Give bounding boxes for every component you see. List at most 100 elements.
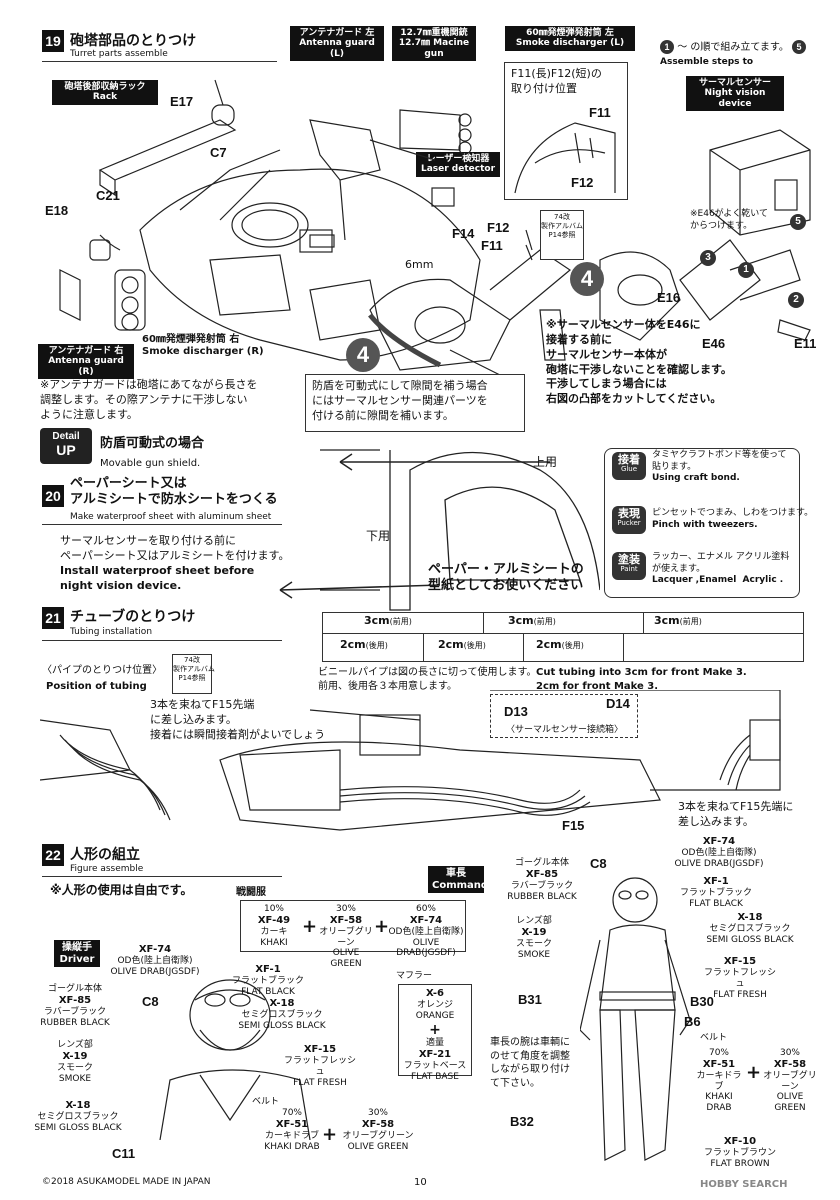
watermark: HOBBY SEARCH: [700, 1179, 788, 1190]
tool-glue-text: タミヤクラフトボンド等を使って 貼ります。Using craft bond.: [652, 450, 787, 484]
note-thermal: ※サーマルセンサー体をE46に 接着する前に サーマルセンサー本体が 砲塔に干渉…: [546, 318, 732, 406]
part-f14: F14: [452, 226, 475, 241]
step-subtitle-22: Figure assemble: [70, 864, 144, 874]
detail-subtitle: Movable gun shield.: [100, 458, 201, 469]
divider: [42, 876, 282, 877]
part-b6: B6: [684, 1014, 701, 1029]
tubing-pos-en: Position of tubing: [46, 681, 147, 692]
uniform-label: 戦闘服: [236, 887, 266, 898]
part-b31: B31: [518, 992, 542, 1007]
cmd-belt-label: ベルト: [700, 1033, 728, 1043]
part-f15: F15: [562, 818, 585, 833]
arm-note: 車長の腕は車輌に のせて角度を調整 しながら取り付け て下さい。: [490, 1037, 570, 1089]
template-note: ペーパー・アルミシートの 型紙としてお使いください: [428, 562, 584, 594]
step20-note-en: Install waterproof sheet before night vi…: [60, 564, 255, 592]
step1-icon: 1: [738, 262, 754, 278]
step-title: 砲塔部品のとりつけ: [70, 33, 197, 49]
tubing-pos-jp: 〈パイプのとりつけ位置〉: [42, 665, 163, 676]
part-b32: B32: [510, 1114, 534, 1129]
part-e16: E16: [657, 290, 681, 305]
note-shield: 防盾を可動式にして隙間を補う場合 にはサーマルセンサー関連パーツを 付ける前に隙…: [305, 374, 525, 432]
step5-icon: 5: [790, 214, 806, 230]
step-number-22: 22: [42, 844, 64, 866]
step2-icon: 2: [788, 292, 804, 308]
label-up: 上用: [533, 455, 558, 469]
divider: [42, 524, 282, 525]
dim-6mm: 6mm: [405, 258, 434, 271]
driver-figure: [159, 979, 311, 1140]
inset-drawing: [514, 122, 616, 194]
template-drawing: [320, 449, 600, 611]
part-e18: E18: [45, 203, 69, 218]
divider: [42, 61, 277, 62]
sensor-box-frame: [490, 694, 638, 738]
tubing-cut-jp: ビニールパイプは図の長さに切って使用します。 前用、後用各３本用意します。: [318, 667, 537, 692]
step-subtitle-20: Make waterproof sheet with aluminum shee…: [70, 512, 272, 522]
step4-icon: 4: [570, 262, 604, 296]
step-subtitle-21: Tubing installation: [70, 627, 153, 637]
part-c8-driver: C8: [142, 994, 159, 1009]
note-e46: ※E46がよく乾いて からつけます。: [690, 209, 768, 232]
muffler-box: [398, 984, 472, 1076]
detail-up-badge: Detail UP: [40, 428, 92, 464]
uniform-mix-box: [240, 900, 466, 952]
step-b-icon: 5: [792, 40, 807, 54]
arrow-down: [279, 581, 441, 599]
step20-note-jp: サーマルセンサーを取り付ける前に ペーパーシート又はアルミシートを付けます。: [60, 534, 290, 562]
part-c8-cmd: C8: [590, 856, 607, 871]
divider: [42, 640, 282, 641]
part-c21: C21: [96, 188, 120, 203]
tool-pucker-text: ピンセットでつまみ、しわをつけます。Pinch with tweezers.: [652, 508, 814, 530]
step-number-21: 21: [42, 607, 64, 629]
part-f12: F12: [487, 220, 510, 235]
ruler-front-1: 3cm(前用): [364, 614, 412, 627]
tubing-ruler: [322, 612, 804, 662]
detail-title: 防盾可動式の場合: [100, 436, 205, 451]
tubing-drawing: [40, 690, 781, 831]
step-title-22: 人形の組立: [70, 847, 140, 863]
ref-album-p14: 74改 製作アルバム P14参照: [540, 210, 584, 260]
part-c11: C11: [112, 1146, 136, 1161]
ruler-front-2: 3cm(前用): [508, 614, 556, 627]
plus-sign: +: [746, 1062, 762, 1083]
step-number: 19: [42, 30, 64, 52]
plus-sign: +: [302, 916, 318, 937]
tubing-cut-en: Cut tubing into 3cm for front Make 3. 2c…: [536, 667, 747, 692]
assemble-order-note: 1 〜 の順で組み立てます。 5 Assemble steps to: [660, 40, 807, 68]
sensor-box-label: 〈サーマルセンサー接続箱〉: [506, 725, 624, 735]
step-title-20: ペーパーシート又は アルミシートで防水シートをつくる: [70, 476, 278, 508]
step4-icon-2: 4: [346, 338, 380, 372]
tubing-glue-note: 接着には瞬間接着剤がよいでしょう: [150, 728, 326, 741]
arrows: [339, 453, 550, 471]
ruler-rear-1: 2cm(後用): [340, 638, 388, 651]
part-c7: C7: [210, 145, 227, 160]
step-number-20: 20: [42, 485, 64, 507]
muffler-label: マフラー: [396, 971, 433, 981]
part-d14: D14: [606, 696, 630, 711]
